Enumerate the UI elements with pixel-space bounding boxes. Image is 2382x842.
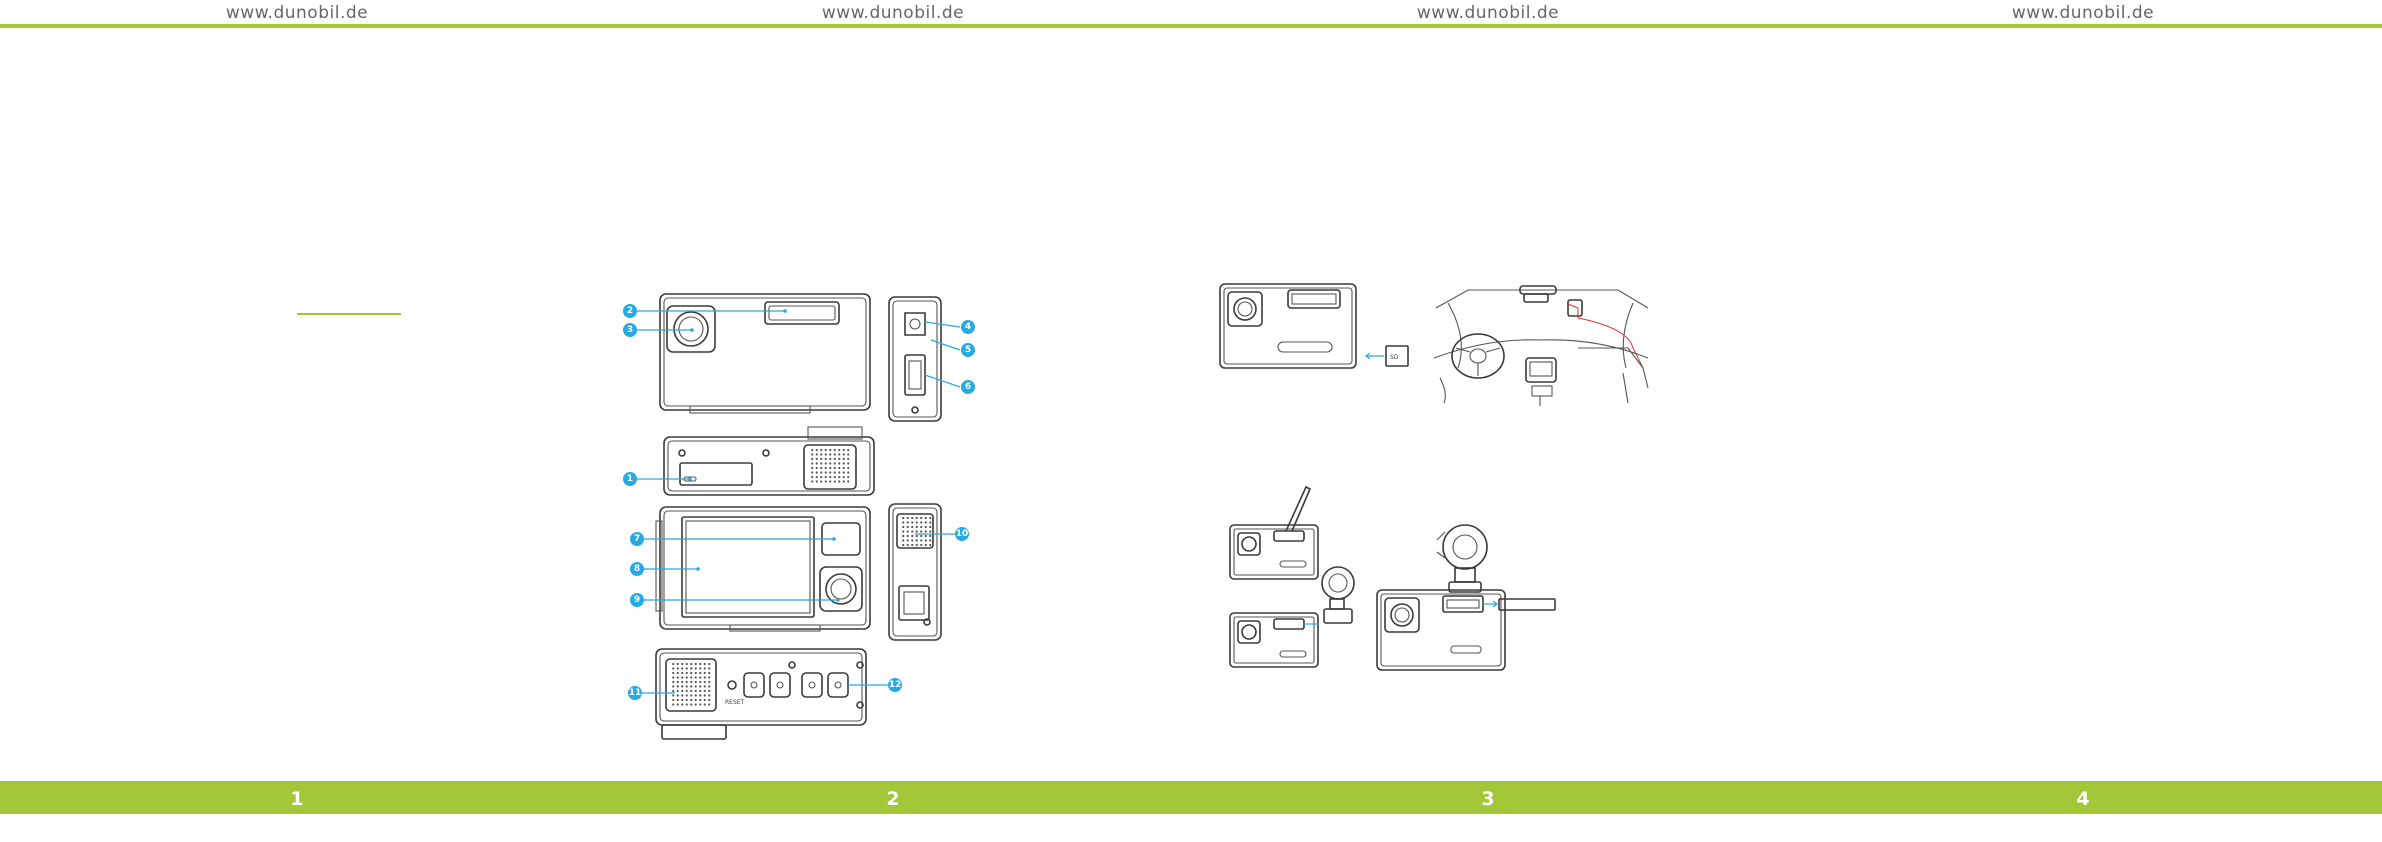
svg-text:10: 10 (956, 529, 969, 539)
camera-rear-view: 7 8 9 (630, 506, 871, 632)
callout-badge-11: 11 (628, 686, 642, 700)
callout-badge-7: 7 (630, 532, 644, 546)
car-interior-mounting-diagram (1433, 285, 1649, 406)
camera-bottom-view: RESET 11 12 (628, 648, 902, 740)
svg-text:6: 6 (965, 382, 971, 392)
mount-attachment-diagram-2 (1229, 566, 1355, 668)
svg-text:1: 1 (627, 474, 633, 484)
svg-text:11: 11 (629, 688, 642, 698)
callout-badge-5: 5 (961, 343, 975, 357)
header-divider (0, 24, 2382, 28)
bottom-speaker-grille (665, 658, 717, 712)
header-url-page-1: www.dunobil.de (225, 3, 369, 23)
svg-text:3: 3 (627, 325, 633, 335)
mount-installed-diagram (1376, 524, 1556, 671)
page-number-3: 3 (1481, 788, 1495, 810)
svg-text:9: 9 (634, 595, 640, 605)
callout-badge-10: 10 (955, 527, 969, 541)
svg-text:2: 2 (627, 306, 633, 316)
page-number-4: 4 (2076, 788, 2090, 810)
camera-top-view: 1 (623, 426, 875, 496)
callout-badge-9: 9 (630, 593, 644, 607)
sd-card-label: SD (1390, 354, 1399, 361)
callout-badge-1: 1 (623, 472, 637, 486)
callout-badge-8: 8 (630, 562, 644, 576)
callout-badge-2: 2 (623, 304, 637, 318)
header-url-page-4: www.dunobil.de (2011, 3, 2155, 23)
callout-badge-4: 4 (961, 320, 975, 334)
callout-badge-6: 6 (961, 380, 975, 394)
camera-front-view: 2 3 (623, 293, 871, 414)
top-speaker-grille (803, 444, 857, 490)
header-url-page-2: www.dunobil.de (821, 3, 965, 23)
callout-badge-12: 12 (888, 678, 902, 692)
title-underline (297, 313, 401, 315)
svg-text:7: 7 (634, 534, 640, 544)
header-url-page-3: www.dunobil.de (1416, 3, 1560, 23)
reset-label: RESET (725, 699, 745, 706)
svg-text:5: 5 (965, 345, 971, 355)
footer-bar (0, 781, 2382, 814)
sd-card-insertion-diagram: SD (1219, 283, 1409, 369)
svg-text:12: 12 (889, 680, 902, 690)
page-number-2: 2 (886, 788, 900, 810)
page-number-1: 1 (290, 788, 304, 810)
callout-badge-3: 3 (623, 323, 637, 337)
camera-side-view: 4 5 6 (888, 296, 975, 422)
svg-text:4: 4 (965, 322, 971, 332)
button-row (743, 672, 849, 698)
camera-right-side-view: 10 (888, 503, 969, 641)
mount-attachment-diagram-1 (1229, 485, 1319, 580)
svg-text:8: 8 (634, 564, 640, 574)
